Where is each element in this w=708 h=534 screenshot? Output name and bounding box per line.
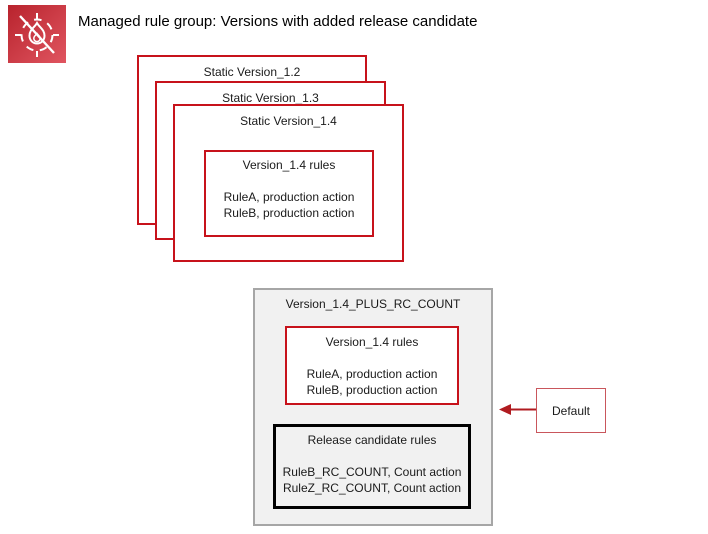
rules-box-title: Version_1.4 rules (242, 158, 336, 172)
version-box-1-4-label: Static Version_1.4 (240, 114, 337, 128)
rc-version-rules-title: Version_1.4 rules (325, 335, 419, 349)
spacer (287, 350, 457, 366)
version-box-1-3-label: Static Version_1.3 (222, 91, 319, 105)
rc-version-rules-box: Version_1.4 rules RuleA, production acti… (285, 326, 459, 405)
rule-line-b: RuleB, production action (223, 206, 355, 220)
spacer (276, 448, 468, 464)
release-candidate-title: Release candidate rules (307, 433, 437, 447)
rule-line-b: RuleB, production action (306, 383, 438, 397)
diagram-title: Managed rule group: Versions with added … (78, 13, 478, 30)
default-arrow (499, 404, 538, 415)
rc-count-group-box: Version_1.4_PLUS_RC_COUNT Version_1.4 ru… (253, 288, 493, 526)
default-label: Default (551, 403, 591, 418)
rc-rule-line-z: RuleZ_RC_COUNT, Count action (282, 481, 462, 495)
rc-rule-line-b: RuleB_RC_COUNT, Count action (282, 465, 462, 479)
spacer (206, 173, 372, 189)
rule-line-a: RuleA, production action (223, 190, 355, 204)
version-1-4-rules-box: Version_1.4 rules RuleA, production acti… (204, 150, 374, 237)
release-candidate-rules-box: Release candidate rules RuleB_RC_COUNT, … (273, 424, 471, 509)
version-box-1-2-label: Static Version_1.2 (203, 65, 301, 79)
rule-line-a: RuleA, production action (306, 367, 438, 381)
waf-flame-shield-icon (8, 5, 66, 63)
default-box: Default (536, 388, 606, 433)
rc-count-group-title: Version_1.4_PLUS_RC_COUNT (285, 297, 461, 311)
